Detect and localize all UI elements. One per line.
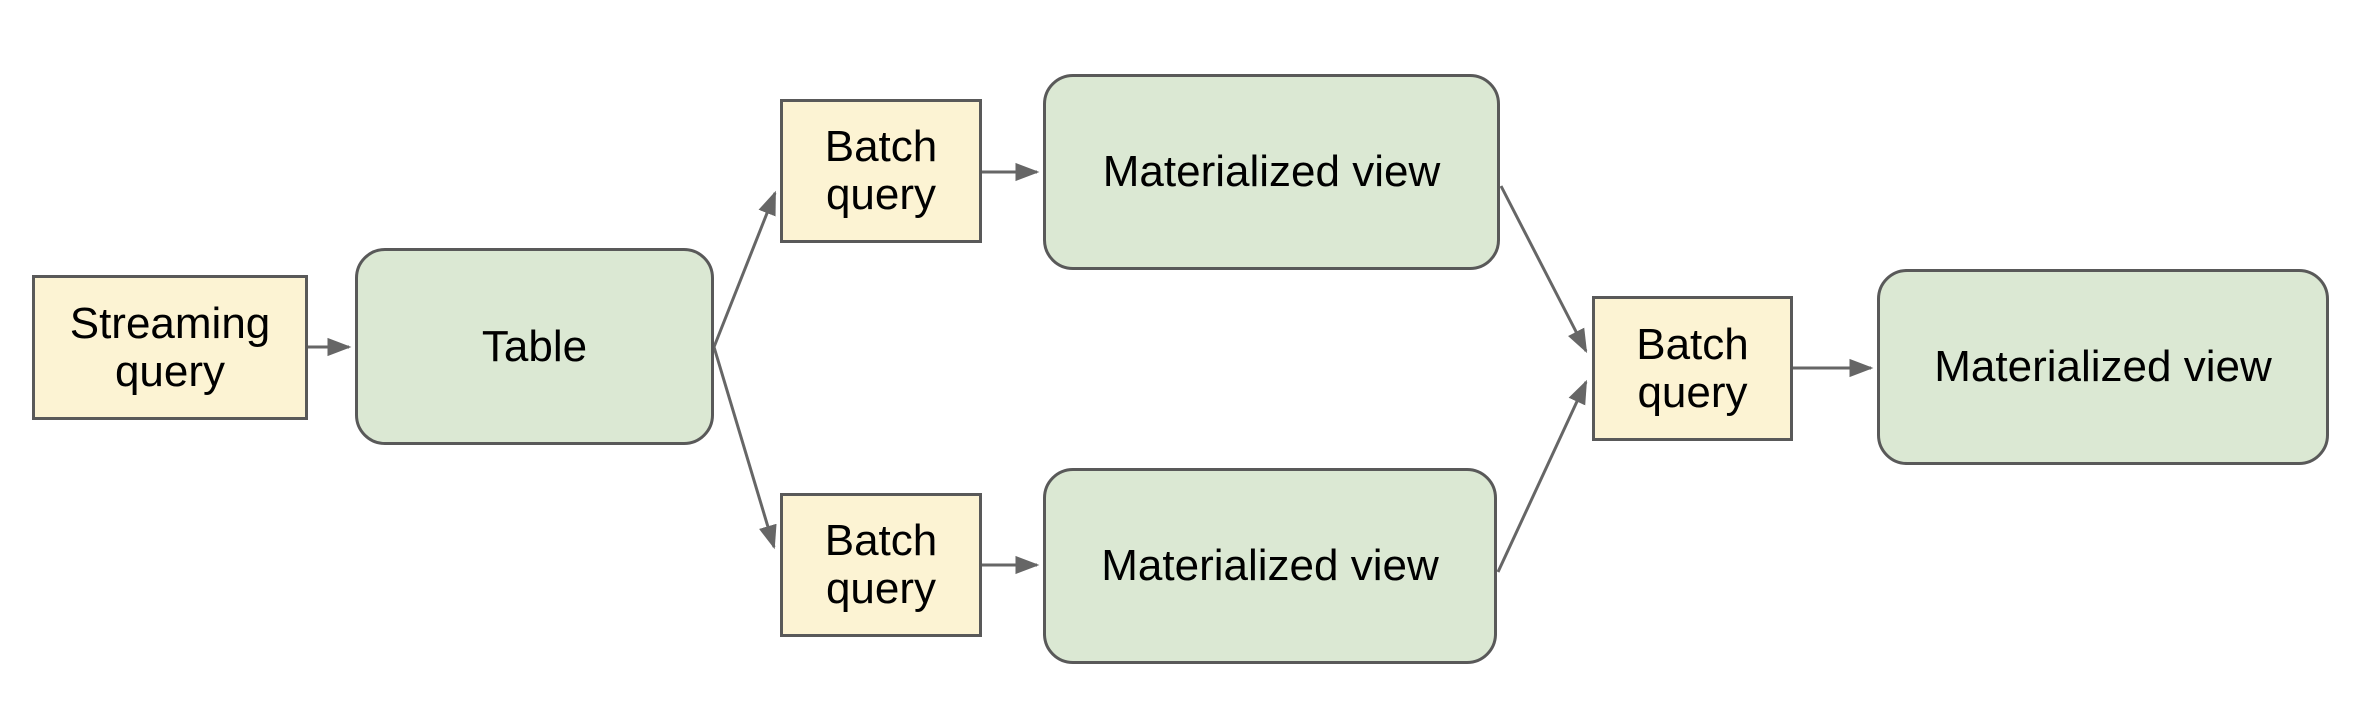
node-label-batch-query-right: Batch query <box>1636 319 1749 417</box>
node-label-materialized-view-bottom: Materialized view <box>1101 541 1439 590</box>
node-label-materialized-view-right: Materialized view <box>1934 342 2272 391</box>
node-label-streaming-query: Streaming query <box>69 298 271 396</box>
node-label-batch-query-top: Batch query <box>824 122 938 219</box>
edge-materialized-view-bottom-to-batch-query-right <box>1496 379 1588 573</box>
edge-table-to-batch-query-top <box>712 190 777 348</box>
node-materialized-view-bottom: Materialized view <box>1043 468 1497 664</box>
node-table: Table <box>355 248 714 445</box>
node-streaming-query: Streaming query <box>32 275 308 420</box>
node-label-batch-query-bottom: Batch query <box>824 516 938 613</box>
node-batch-query-right: Batch query <box>1592 296 1793 441</box>
node-batch-query-bottom: Batch query <box>780 493 982 637</box>
node-materialized-view-right: Materialized view <box>1877 269 2329 465</box>
node-label-materialized-view-top: Materialized view <box>1102 147 1441 196</box>
node-batch-query-top: Batch query <box>780 99 982 243</box>
edge-materialized-view-top-to-batch-query-right <box>1499 185 1588 354</box>
node-label-table: Table <box>481 321 588 371</box>
edge-table-to-batch-query-bottom <box>712 346 777 550</box>
node-materialized-view-top: Materialized view <box>1043 74 1500 270</box>
